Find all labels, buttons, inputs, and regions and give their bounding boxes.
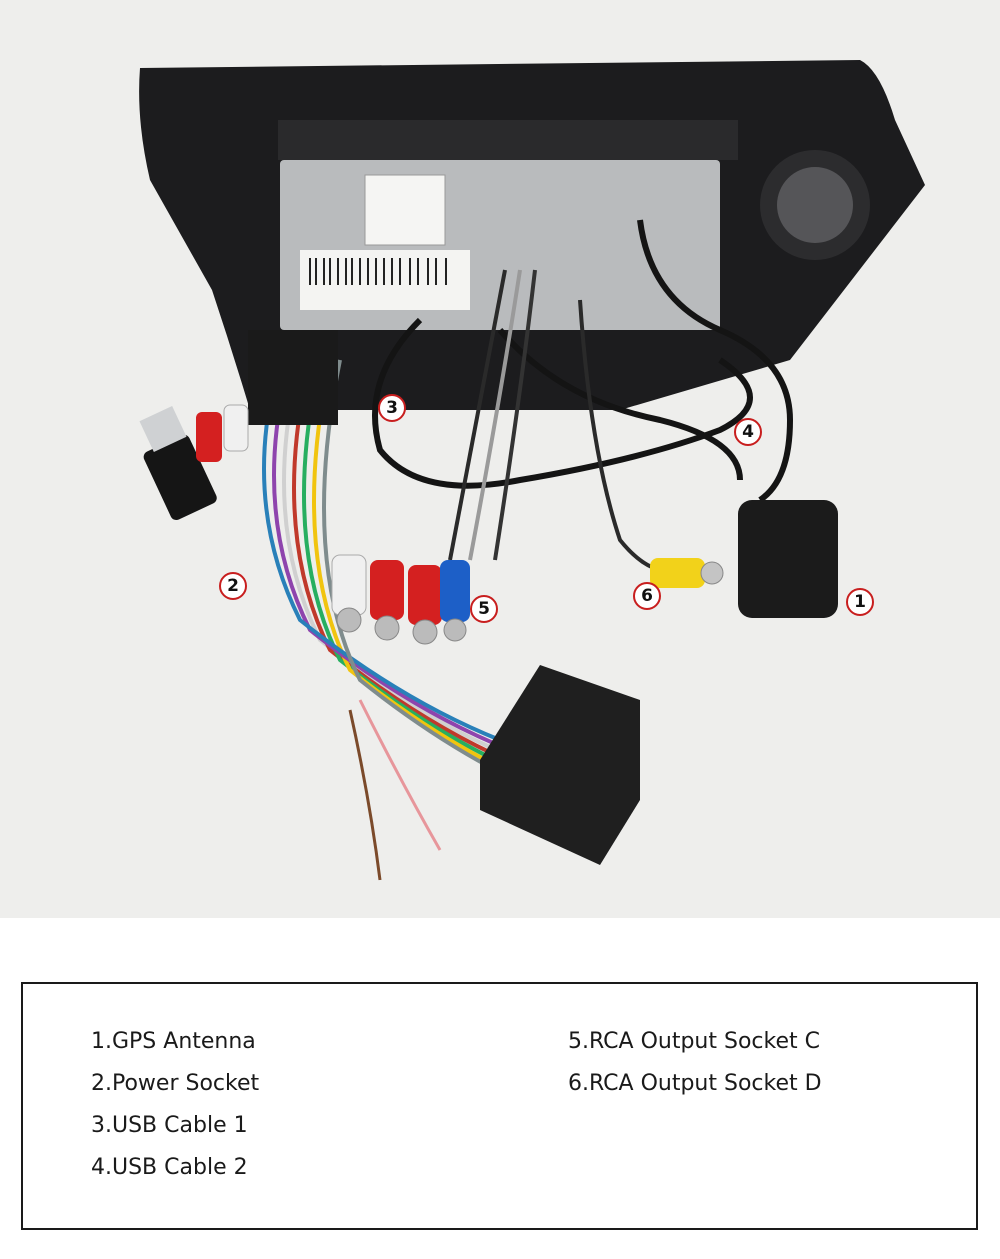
unit-top-vent bbox=[278, 120, 738, 160]
legend-box: 1.GPS Antenna 2.Power Socket 3.USB Cable… bbox=[21, 982, 978, 1230]
usb-plug bbox=[139, 405, 217, 521]
marker-power-socket: 2 bbox=[219, 572, 247, 600]
top-harness-connector bbox=[248, 330, 338, 425]
rca-yellow-plug bbox=[578, 299, 724, 588]
marker-rca-socket-d: 6 bbox=[633, 582, 661, 610]
bottom-harness-connector bbox=[480, 665, 640, 865]
legend-item-power-socket: 2.Power Socket bbox=[91, 1071, 260, 1096]
acc-leads bbox=[348, 699, 442, 881]
dial-center bbox=[777, 167, 853, 243]
gps-antenna-module bbox=[738, 500, 838, 618]
legend-item-usb-cable-2: 4.USB Cable 2 bbox=[91, 1155, 248, 1180]
product-photo: 1 2 3 4 5 6 bbox=[0, 0, 1000, 918]
marker-usb-cable-1: 3 bbox=[378, 394, 406, 422]
legend-item-usb-cable-1: 3.USB Cable 1 bbox=[91, 1113, 248, 1138]
marker-usb-cable-2: 4 bbox=[734, 418, 762, 446]
legend-item-gps-antenna: 1.GPS Antenna bbox=[91, 1029, 256, 1054]
aux-rca-plugs bbox=[196, 404, 249, 462]
marker-rca-socket-c: 5 bbox=[470, 595, 498, 623]
legend-item-rca-socket-c: 5.RCA Output Socket C bbox=[568, 1029, 820, 1054]
wiring-illustration bbox=[139, 60, 926, 881]
rca-output-group bbox=[331, 269, 537, 645]
legend-item-rca-socket-d: 6.RCA Output Socket D bbox=[568, 1071, 822, 1096]
barcode bbox=[309, 258, 447, 285]
marker-gps-antenna: 1 bbox=[846, 588, 874, 616]
spec-sticker bbox=[364, 174, 446, 246]
gps-cable bbox=[372, 219, 794, 503]
